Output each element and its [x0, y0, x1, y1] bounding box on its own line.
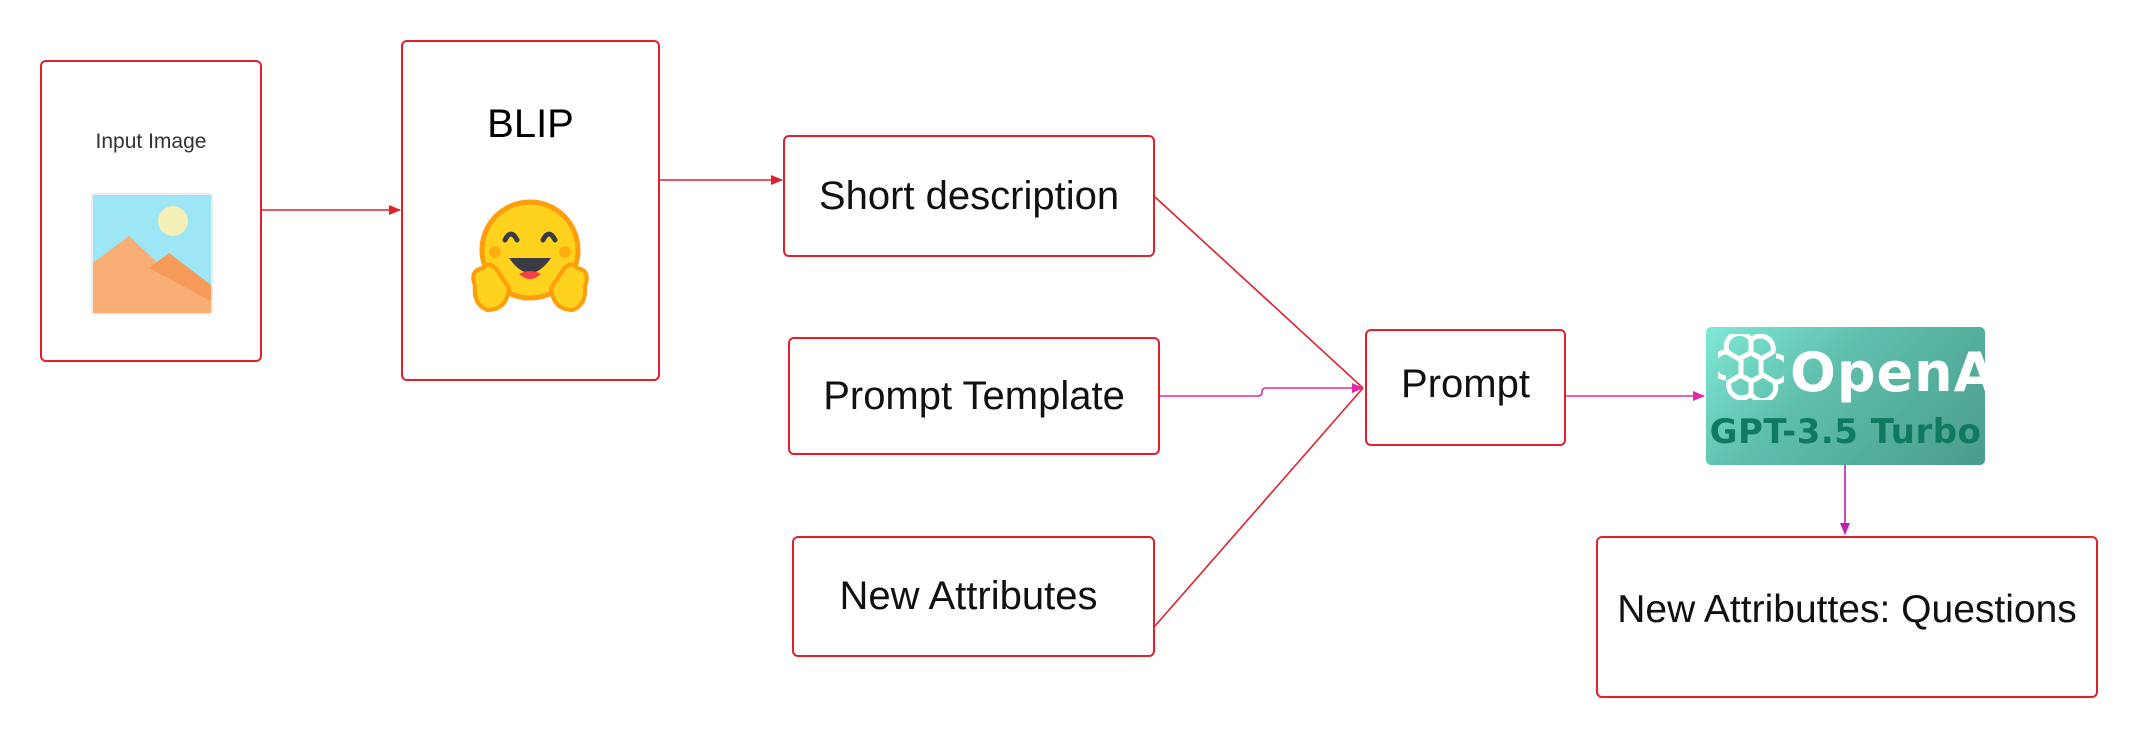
hugging-face-emoji-icon: [471, 199, 589, 313]
gpt-model-label: GPT-3.5 Turbo: [1709, 412, 1982, 452]
edge-new-attributes-to-prompt: [1154, 387, 1364, 627]
node-input-image: Input Image: [40, 60, 262, 362]
new-attributes-label: New Attributes: [839, 574, 1098, 618]
prompt-template-label: Prompt Template: [823, 373, 1125, 418]
blip-label: BLIP: [487, 102, 574, 146]
openai-logo-icon: [1718, 334, 1784, 400]
edge-short-description-to-prompt: [1154, 196, 1364, 389]
node-new-attributes: New Attributes: [792, 536, 1155, 657]
prompt-label: Prompt: [1401, 362, 1530, 406]
output-label: New Attributtes: Questions: [1617, 588, 2077, 631]
node-prompt: Prompt: [1365, 329, 1566, 446]
short-description-label: Short description: [818, 173, 1120, 218]
node-blip: BLIP: [401, 40, 660, 381]
node-openai-gpt: OpenAI GPT-3.5 Turbo: [1706, 327, 1985, 465]
edge-prompt-template-to-prompt: [1160, 383, 1364, 397]
node-prompt-template: Prompt Template: [788, 337, 1160, 455]
openai-wordmark: OpenAI: [1790, 341, 1985, 404]
node-output-questions: New Attributtes: Questions: [1596, 536, 2098, 698]
input-image-label: Input Image: [95, 130, 207, 153]
image-placeholder-icon: [91, 193, 213, 315]
node-short-description: Short description: [783, 135, 1155, 257]
